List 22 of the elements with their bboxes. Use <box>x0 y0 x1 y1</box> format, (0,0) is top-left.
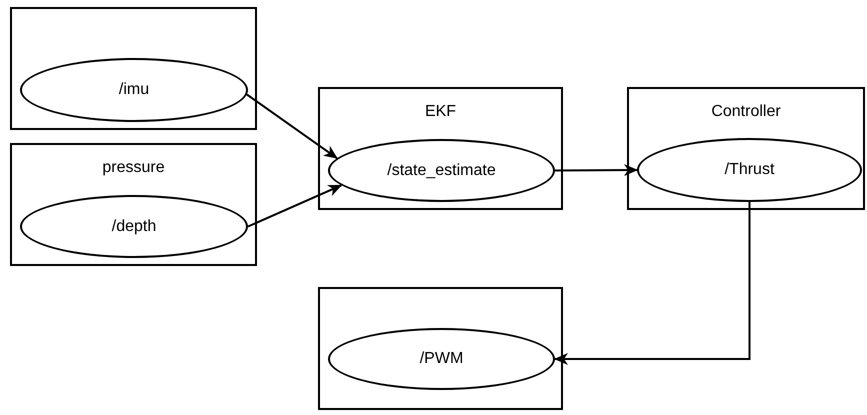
topic-ellipse <box>328 328 555 390</box>
arrow <box>248 184 342 228</box>
topic-ellipse <box>637 138 862 202</box>
topic-label: /PWM <box>420 350 464 368</box>
container-box <box>318 287 563 410</box>
node-title: EKF <box>424 103 458 121</box>
topic-label: /Thrust <box>724 161 774 179</box>
node-group-box <box>10 143 257 266</box>
arrow <box>555 164 638 176</box>
topic-label: /depth <box>112 218 156 236</box>
topic-ellipse <box>20 195 248 258</box>
node-title: Controller <box>710 103 782 121</box>
topic-label: /imu <box>118 81 150 99</box>
container-box <box>10 7 257 130</box>
node-title: pressure <box>101 159 166 177</box>
arrow <box>246 94 338 160</box>
node-group-box <box>318 87 563 210</box>
topic-ellipse <box>328 139 555 202</box>
topic-ellipse <box>20 58 248 122</box>
node-group-box <box>627 87 865 210</box>
topic-label: /state_estimate <box>387 162 496 180</box>
arrow <box>554 202 750 365</box>
